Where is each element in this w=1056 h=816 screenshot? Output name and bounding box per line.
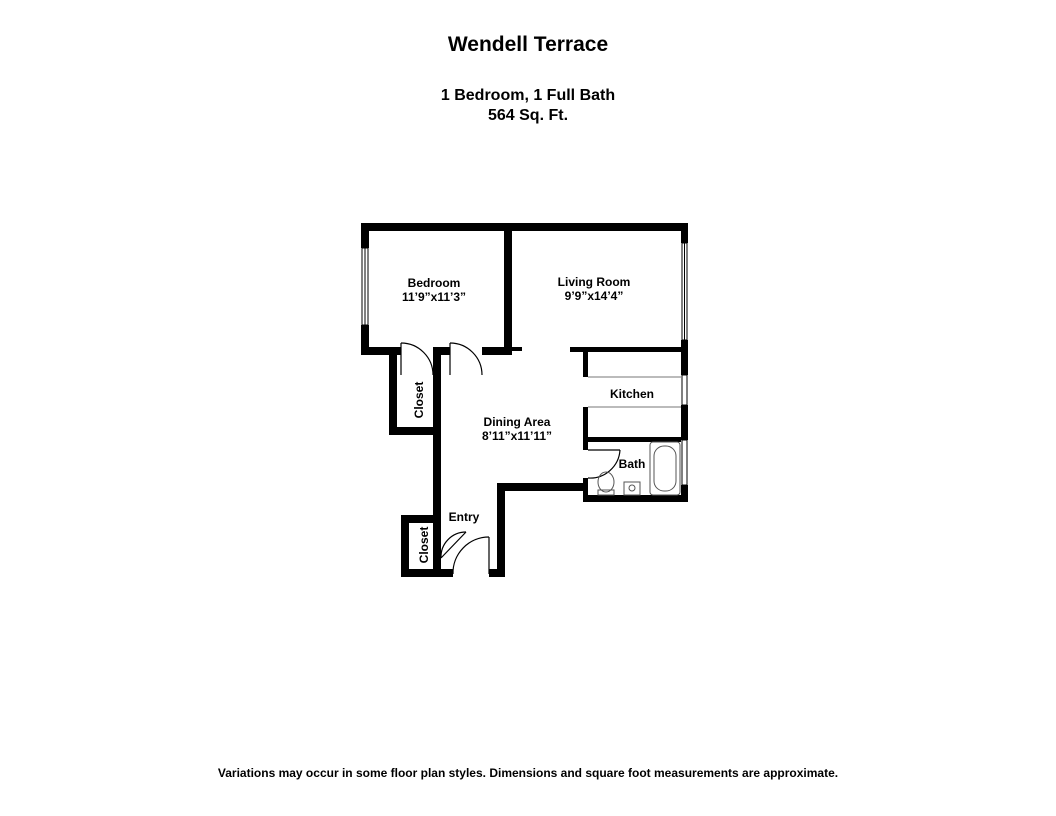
bedroom-label: Bedroom <box>408 276 461 290</box>
dining-area-label: Dining Area <box>484 415 551 429</box>
bedroom-dims: 11’9”x11’3” <box>402 290 466 304</box>
plan-title: Wendell Terrace <box>447 33 609 56</box>
toilet-icon <box>597 471 615 493</box>
disclaimer: Variations may occur in some floor plan … <box>217 766 839 780</box>
bath-label: Bath <box>619 457 646 471</box>
bath-fixtures <box>597 441 681 496</box>
walls <box>361 223 688 577</box>
entry-closet-label: Closet <box>417 527 431 564</box>
kitchen-label: Kitchen <box>610 387 654 401</box>
dining-area-dims: 8’11”x11’11” <box>482 429 552 443</box>
living-room-dims: 9’9”x14’4” <box>565 289 624 303</box>
room-labels: Bedroom 11’9”x11’3” Living Room 9’9”x14’… <box>402 275 654 563</box>
doors <box>400 342 621 575</box>
bedroom-closet-label: Closet <box>412 382 426 419</box>
living-room-label: Living Room <box>558 275 631 289</box>
bathtub-icon <box>649 441 681 496</box>
unit-layout: 1 Bedroom, 1 Full Bath <box>440 87 616 104</box>
entry-label: Entry <box>449 510 480 524</box>
kitchen-counter <box>588 376 681 408</box>
unit-area: 564 Sq. Ft. <box>487 107 569 124</box>
windows <box>361 242 688 486</box>
sink-icon <box>623 481 641 496</box>
